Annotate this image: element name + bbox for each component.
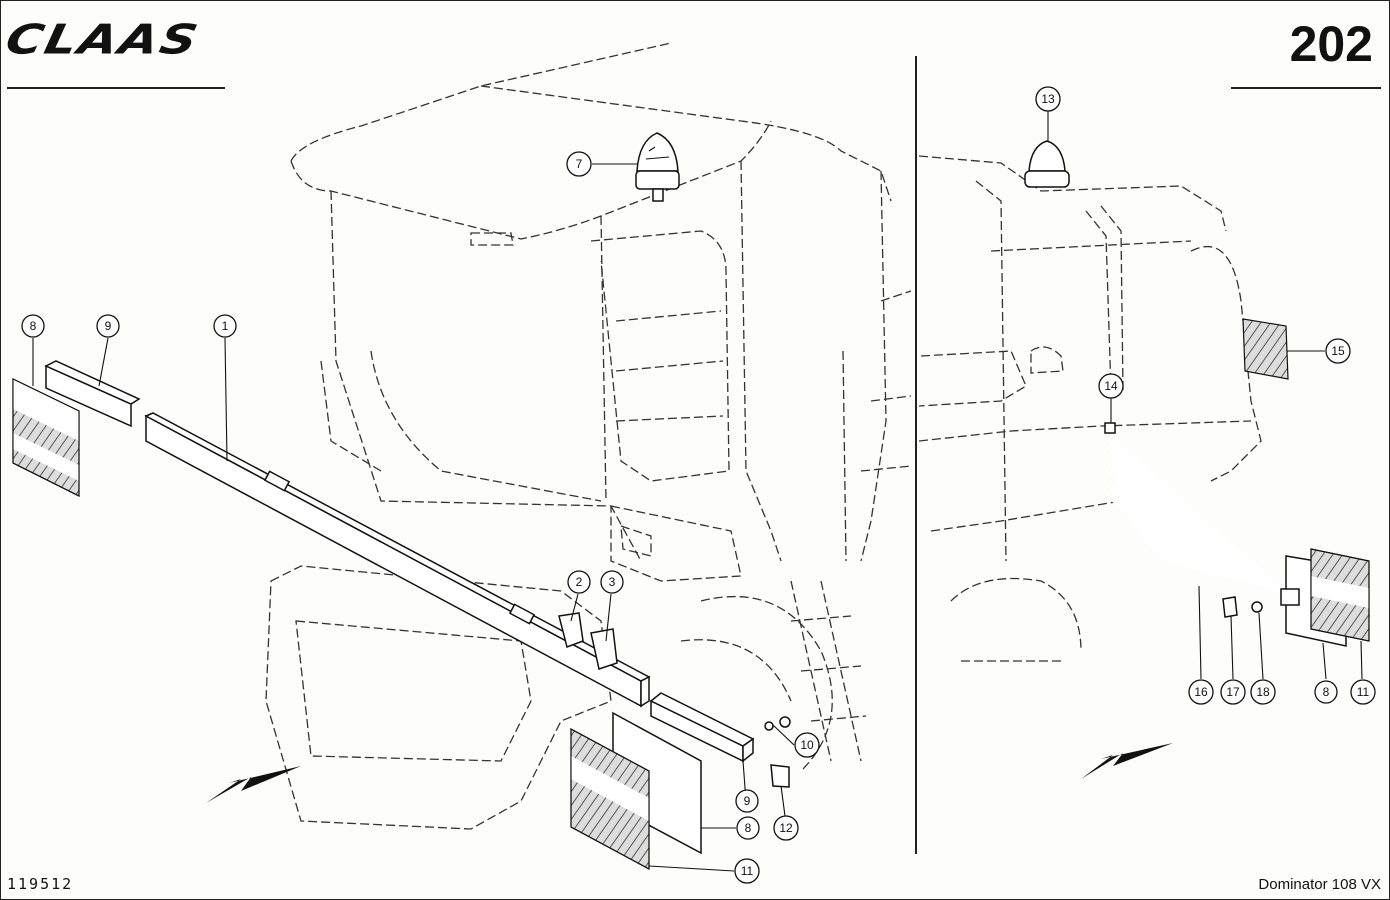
svg-text:8: 8 — [745, 821, 752, 835]
machine-outline-left — [265, 42, 912, 830]
callout-18: 18 — [1250, 679, 1276, 705]
callout-15: 15 — [1325, 338, 1351, 364]
callout-3: 3 — [600, 570, 624, 594]
drawing-number: 119512 — [7, 875, 74, 893]
svg-text:11: 11 — [741, 864, 754, 878]
mounting-rod — [1104, 422, 1292, 597]
svg-text:8: 8 — [1323, 685, 1330, 699]
callout-11-lower: 11 — [734, 858, 760, 884]
svg-text:12: 12 — [779, 821, 793, 835]
model-name: Dominator 108 VX — [1258, 876, 1381, 893]
svg-text:17: 17 — [1226, 685, 1240, 699]
direction-arrow-left — [206, 766, 301, 803]
callout-14: 14 — [1098, 373, 1124, 399]
callout-8-left: 8 — [21, 314, 45, 338]
svg-text:14: 14 — [1104, 379, 1118, 393]
logo-underline — [7, 87, 225, 89]
right-plates — [1280, 548, 1370, 647]
beacon-lamp-right — [1024, 140, 1070, 188]
callout-9-lower: 9 — [735, 789, 759, 813]
leader-lines — [32, 111, 1363, 872]
page-number-underline — [1231, 87, 1381, 89]
direction-arrow-right — [1081, 743, 1173, 779]
machine-outline-right — [918, 155, 1262, 662]
callout-17: 17 — [1220, 679, 1246, 705]
callout-1: 1 — [213, 314, 237, 338]
callout-2: 2 — [567, 570, 591, 594]
svg-text:9: 9 — [744, 794, 751, 808]
svg-text:16: 16 — [1194, 685, 1208, 699]
brackets-2-3 — [558, 612, 618, 670]
svg-text:11: 11 — [1357, 685, 1370, 699]
svg-text:1: 1 — [222, 319, 229, 333]
svg-text:8: 8 — [30, 319, 37, 333]
callout-8-right: 8 — [1314, 680, 1338, 704]
callout-11-right: 11 — [1350, 679, 1376, 705]
svg-text:3: 3 — [609, 575, 616, 589]
svg-text:7: 7 — [576, 157, 583, 171]
callout-10: 10 — [794, 732, 820, 758]
svg-text:13: 13 — [1041, 92, 1055, 106]
svg-text:2: 2 — [576, 575, 583, 589]
svg-text:10: 10 — [800, 738, 814, 752]
callout-7: 7 — [566, 151, 592, 177]
channel-bracket-left — [44, 360, 141, 428]
view-divider — [915, 56, 917, 854]
callout-13: 13 — [1035, 86, 1061, 112]
callout-12: 12 — [773, 815, 799, 841]
clamp-17-washer-18 — [1222, 596, 1263, 618]
beacon-lamp-left — [635, 132, 680, 202]
svg-text:15: 15 — [1331, 344, 1345, 358]
page-number: 202 — [1289, 16, 1373, 72]
reflector-15 — [1242, 318, 1289, 380]
callout-9-left: 9 — [96, 314, 120, 338]
callout-8-lower: 8 — [736, 816, 760, 840]
svg-text:18: 18 — [1256, 685, 1270, 699]
warning-plate-left — [12, 378, 80, 497]
callout-16: 16 — [1188, 679, 1214, 705]
lower-bracket-assembly — [570, 692, 791, 871]
support-tube — [144, 412, 651, 708]
svg-text:9: 9 — [105, 319, 112, 333]
